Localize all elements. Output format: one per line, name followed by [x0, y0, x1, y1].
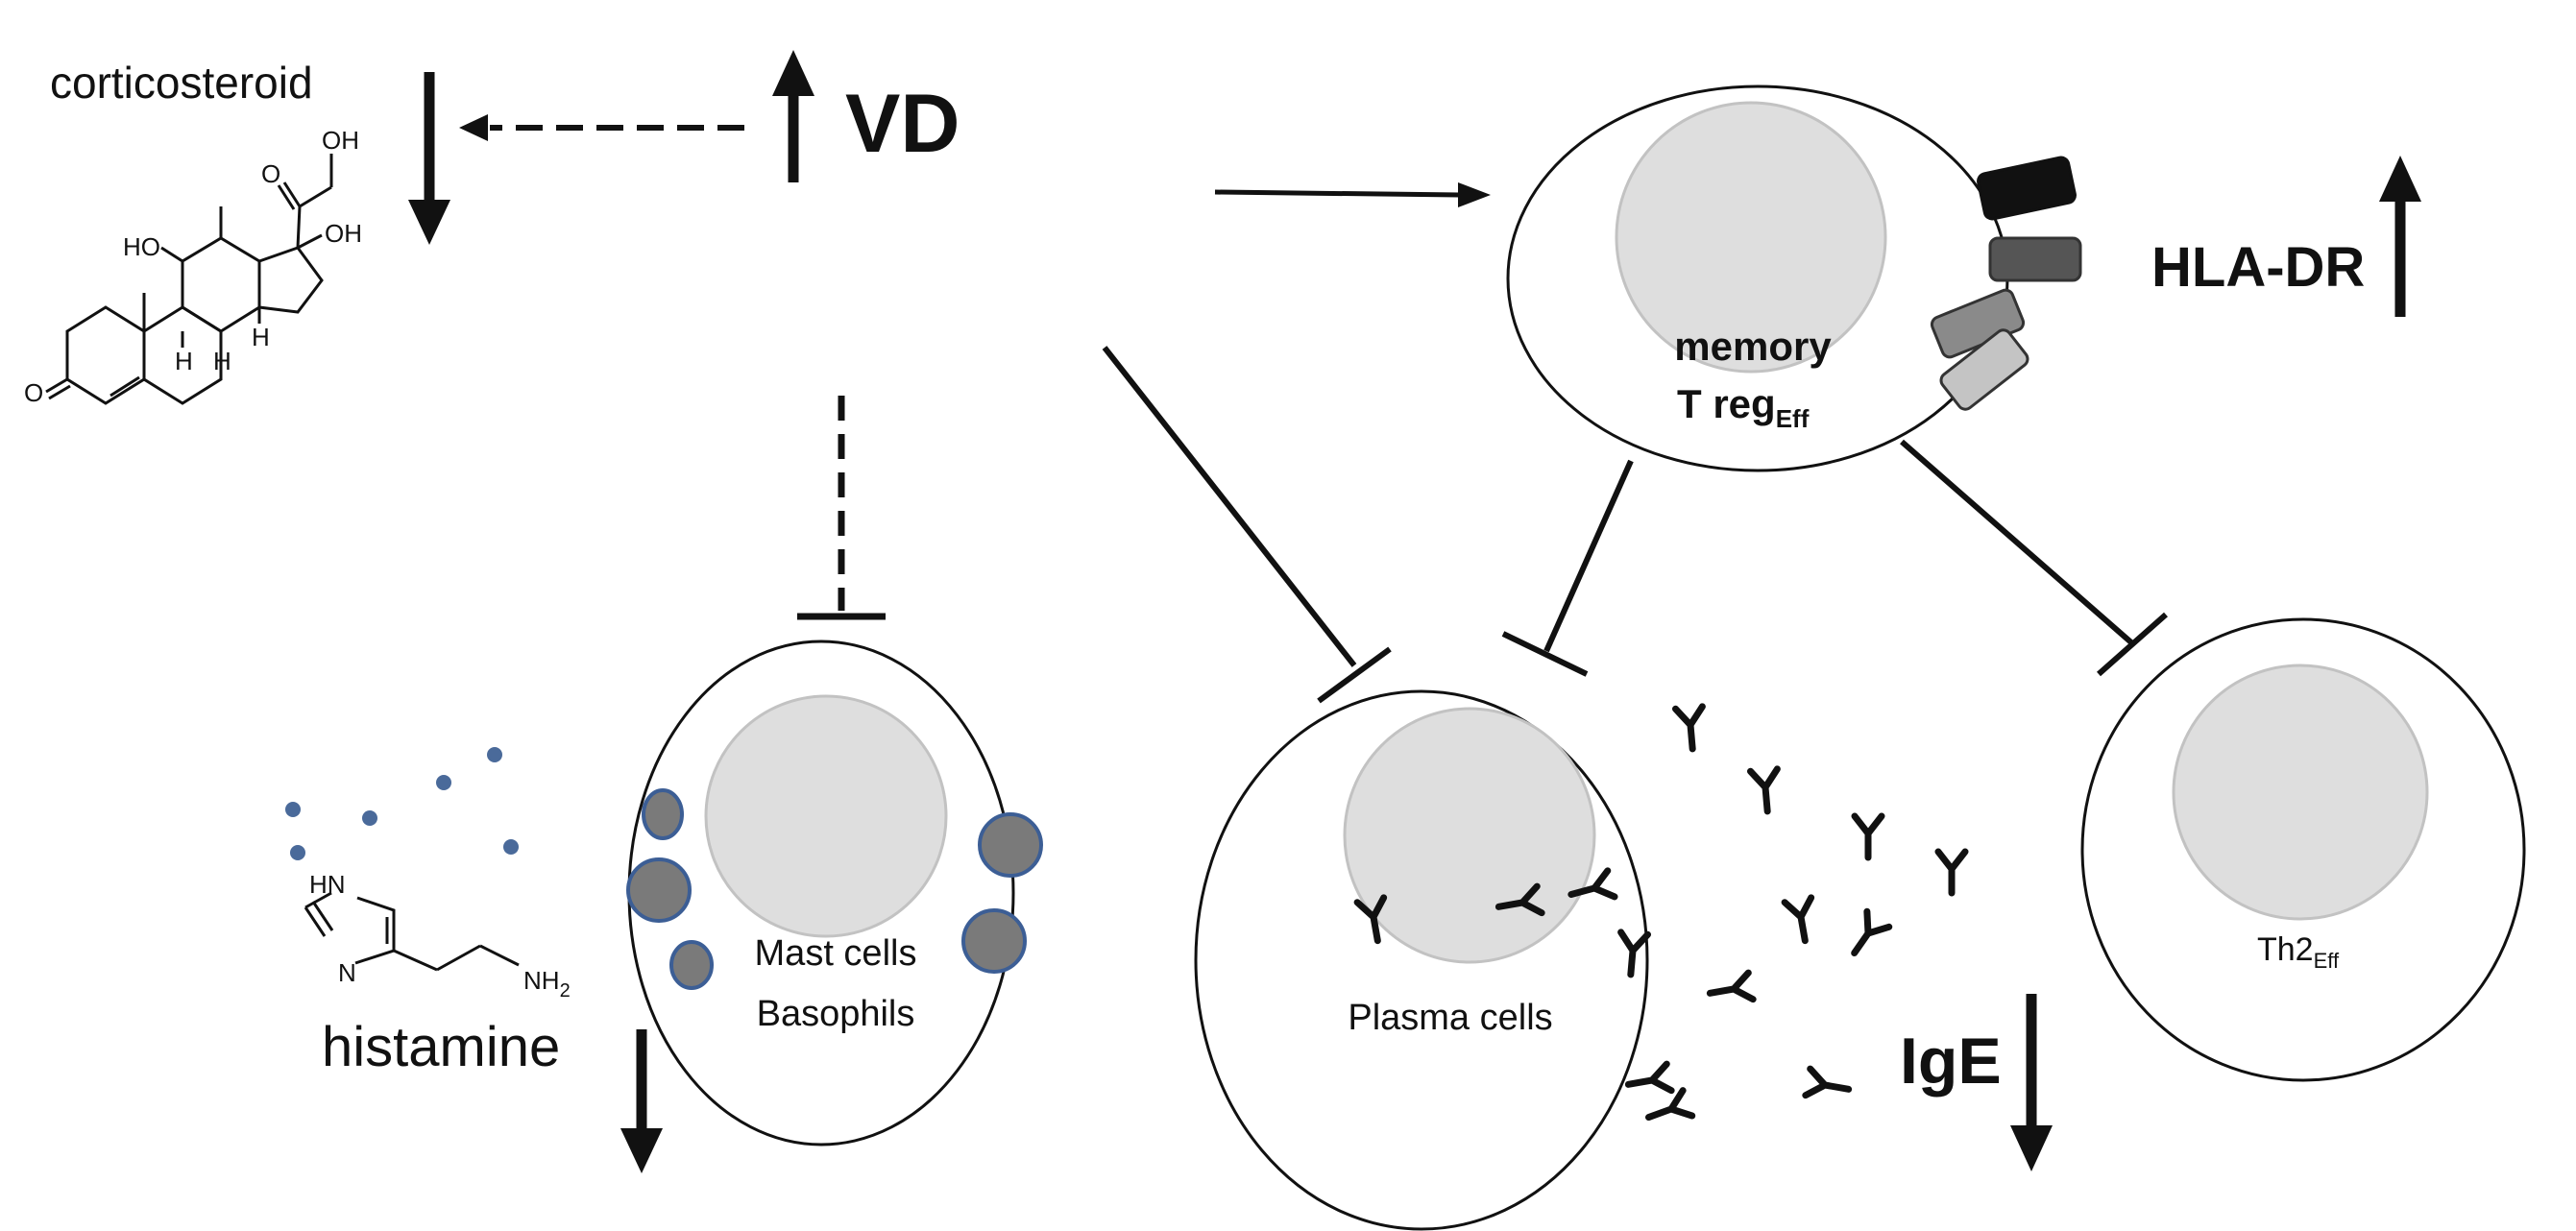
- plasma-label: Plasma cells: [1348, 998, 1552, 1038]
- vd-to-treg-arrow: [1214, 182, 1491, 207]
- histamine-label: histamine: [322, 1016, 560, 1078]
- granule-3: [669, 940, 714, 990]
- plasma-nucleus: [1343, 707, 1596, 964]
- chem-h1: H: [175, 347, 193, 375]
- vd-inhibits-mast-dashed: [797, 396, 886, 620]
- hla-dr-label: HLA-DR: [2151, 236, 2365, 299]
- chem-h2: H: [213, 347, 231, 375]
- granule-5: [961, 908, 1027, 974]
- chem-nh2-subscript: 2: [560, 980, 571, 1002]
- chem-oh-top: OH: [322, 126, 359, 155]
- hla-dr-up-arrow: [2379, 156, 2421, 317]
- chem-ho-left: HO: [123, 232, 160, 261]
- th2-cell: [2080, 617, 2526, 1082]
- chem-n: N: [338, 958, 356, 987]
- treg-label-line2: T regEff: [1677, 381, 1810, 433]
- histamine-down-arrow: [620, 1029, 663, 1173]
- vd-inhibits-plasma: [1102, 346, 1392, 704]
- th2-nucleus: [2172, 664, 2429, 921]
- ige-down-arrow: [2010, 994, 2053, 1171]
- chem-h3: H: [252, 323, 270, 351]
- corticosteroid-structure: [45, 154, 333, 405]
- treg-inhibits-plasma: [1501, 459, 1634, 677]
- ige-label: IgE: [1900, 1025, 2002, 1098]
- histamine-granule-dots: [285, 747, 519, 860]
- corticosteroid-down-arrow: [408, 72, 450, 245]
- chem-o-ring: O: [24, 378, 43, 407]
- mast-label-line1: Mast cells: [755, 933, 917, 974]
- histamine-structure: [304, 891, 520, 972]
- granule-2: [626, 857, 692, 923]
- hla-dr-receptor-4: [1939, 328, 2029, 411]
- chem-oh-right: OH: [325, 219, 362, 248]
- vd-up-arrow: [772, 50, 814, 182]
- chem-hn: HN: [309, 870, 346, 899]
- granule-4: [978, 812, 1043, 878]
- vd-label: VD: [845, 78, 960, 170]
- mast-basophil-cell: [626, 640, 1043, 1147]
- chem-o-ketone: O: [261, 159, 280, 188]
- th2-label: Th2Eff: [2257, 931, 2340, 973]
- hla-dr-receptor-1: [1977, 156, 2077, 221]
- mast-nucleus: [704, 694, 948, 938]
- chem-nh2: NH2: [523, 966, 571, 1002]
- treg-label-line1: memory: [1674, 324, 1832, 369]
- treg-inhibits-th2: [1900, 439, 2168, 677]
- granule-1: [642, 788, 684, 840]
- treg-label-subscript: Eff: [1776, 404, 1810, 433]
- vd-to-corticosteroid-dashed-arrow: [459, 114, 744, 141]
- hla-dr-receptor-2: [1988, 236, 2082, 282]
- plasma-cell: [1194, 689, 1649, 1231]
- ige-antibodies: [1353, 703, 1969, 1122]
- th2-label-subscript: Eff: [2314, 949, 2340, 973]
- corticosteroid-label: corticosteroid: [50, 58, 313, 108]
- treg-nucleus: [1615, 101, 1887, 374]
- mast-label-line2: Basophils: [757, 994, 915, 1034]
- memory-treg-cell: [1506, 84, 2082, 472]
